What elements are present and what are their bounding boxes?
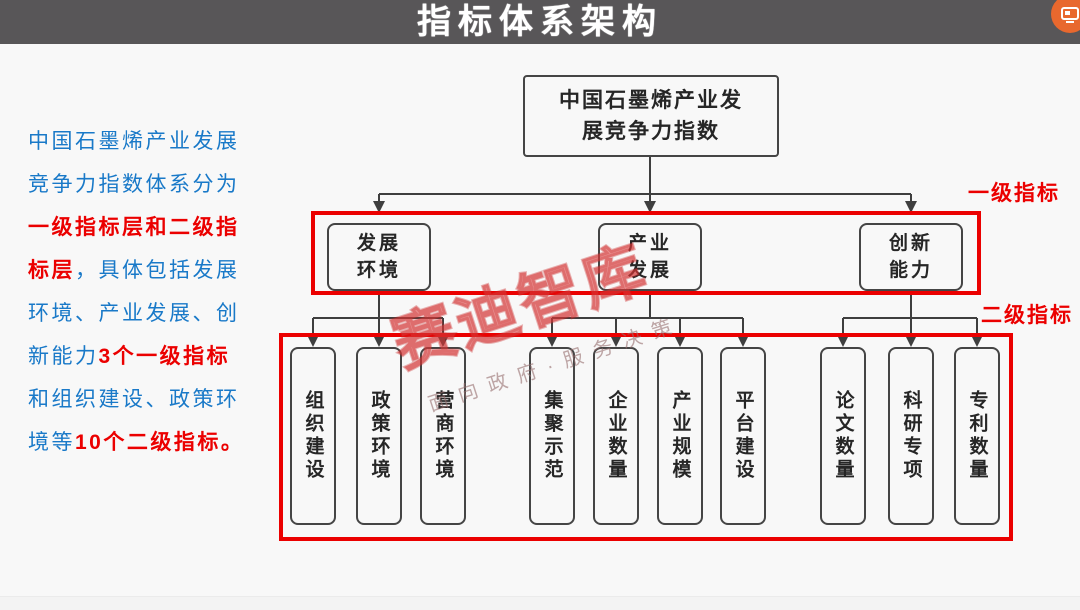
level2-box-text: 论文数量 [832,390,854,482]
level2-box-4: 集聚示范 [529,347,575,525]
intro-segment-1: 中国石墨烯产业发展竞争力指数体系分为 [28,130,240,196]
level2-box-text: 产业规模 [669,390,691,482]
saidi-logo-icon [1051,0,1080,33]
level2-frame [279,333,1013,541]
intro-paragraph: 中国石墨烯产业发展竞争力指数体系分为一级指标层和二级指标层，具体包括发展环境、产… [28,120,246,464]
level1-frame [311,211,981,295]
level2-box-2: 政策环境 [356,347,402,525]
level1-box-line2: 能力 [888,260,933,281]
level2-box-8: 论文数量 [820,347,866,525]
level2-box-text: 科研专项 [900,390,922,482]
level1-box-line1: 产业 [627,233,672,254]
level2-box-text: 企业数量 [605,390,627,482]
level2-box-text: 政策环境 [368,390,390,482]
level2-box-9: 科研专项 [888,347,934,525]
level1-box-development-environment: 发展 环境 [327,223,431,291]
level1-box-line2: 环境 [356,260,401,281]
intro-segment-4: 3个一级指标 [98,345,231,368]
root-node-line2: 展竞争力指数 [582,120,720,143]
monitor-icon [1061,7,1079,23]
title-bar: 指标体系架构 [0,0,1080,44]
level1-box-industry-development: 产业 发展 [598,223,702,291]
root-node: 中国石墨烯产业发 展竞争力指数 [523,75,779,157]
level2-box-10: 专利数量 [954,347,1000,525]
intro-segment-6: 10个二级指标。 [75,431,245,454]
intro-segment-5: 和组织建设、政策环境等 [28,388,240,454]
intro-segment-3: ，具体包括发展环境、产业发展、创新能力 [28,259,240,368]
intro-segment-2: 一级指标层和二级指标层 [28,216,240,282]
level2-box-text: 集聚示范 [541,390,563,482]
level2-tier-label: 二级指标 [981,304,1073,327]
level1-box-line1: 创新 [888,233,933,254]
level2-box-6: 产业规模 [657,347,703,525]
level2-box-5: 企业数量 [593,347,639,525]
level2-box-text: 平台建设 [732,390,754,482]
level1-box-line2: 发展 [627,260,672,281]
root-node-line1: 中国石墨烯产业发 [559,89,743,112]
level2-box-text: 组织建设 [302,390,324,482]
level2-box-1: 组织建设 [290,347,336,525]
level1-box-line1: 发展 [356,233,401,254]
page-title: 指标体系架构 [417,3,663,41]
level1-box-innovation-capability: 创新 能力 [859,223,963,291]
level2-box-3: 营商环境 [420,347,466,525]
level1-tier-label: 一级指标 [968,182,1060,205]
level2-box-text: 营商环境 [432,390,454,482]
bottom-strip [0,596,1080,610]
level2-box-text: 专利数量 [966,390,988,482]
level2-box-7: 平台建设 [720,347,766,525]
